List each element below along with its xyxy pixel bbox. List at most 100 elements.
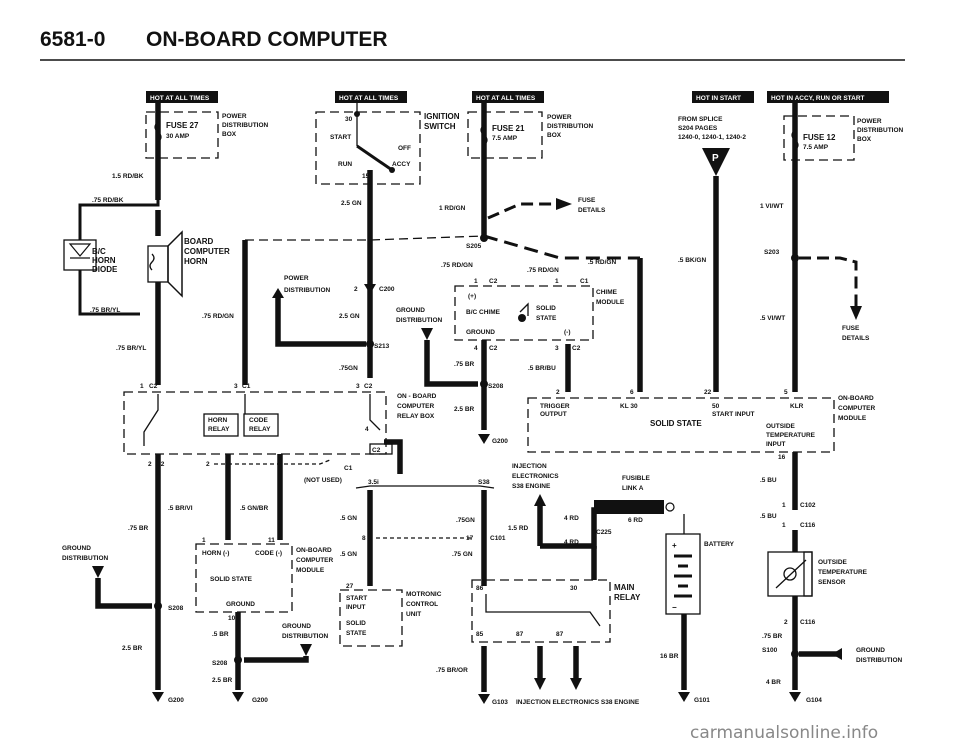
svg-text:HORN: HORN (92, 256, 116, 265)
svg-text:HOT AT ALL TIMES: HOT AT ALL TIMES (150, 95, 210, 102)
svg-text:CODE: CODE (249, 417, 268, 424)
svg-text:.5 BU: .5 BU (760, 513, 777, 520)
svg-text:C1: C1 (580, 278, 589, 285)
svg-text:87: 87 (516, 631, 524, 638)
svg-text:RELAY: RELAY (249, 426, 271, 433)
badge-hot-in-start: HOT IN START (692, 91, 754, 103)
svg-text:LINK A: LINK A (622, 485, 644, 492)
bus-chime (483, 234, 640, 260)
svg-text:6 RD: 6 RD (628, 517, 643, 524)
svg-text:C2: C2 (489, 278, 498, 285)
svg-text:3: 3 (356, 383, 360, 390)
svg-text:DISTRIBUTION: DISTRIBUTION (856, 657, 903, 664)
svg-text:.75 GN: .75 GN (452, 551, 473, 558)
svg-text:C2: C2 (364, 383, 373, 390)
svg-text:C116: C116 (800, 619, 816, 626)
svg-text:CHIME: CHIME (596, 289, 618, 296)
svg-text:HOT AT ALL TIMES: HOT AT ALL TIMES (476, 95, 536, 102)
svg-text:CONTROL: CONTROL (406, 601, 438, 608)
svg-text:KLR: KLR (790, 403, 804, 410)
ignition-switch: 30 START OFF RUN ACCY 15 IGNITION SWITCH… (315, 103, 460, 240)
svg-text:S208: S208 (212, 660, 228, 667)
svg-text:INPUT: INPUT (346, 604, 366, 611)
svg-text:S208: S208 (168, 605, 184, 612)
svg-text:HOT IN START: HOT IN START (696, 95, 741, 102)
svg-text:.5 BR: .5 BR (212, 631, 229, 638)
svg-text:1: 1 (140, 383, 144, 390)
svg-text:FUSIBLE: FUSIBLE (622, 475, 650, 482)
svg-text:11: 11 (268, 537, 275, 544)
svg-text:INPUT: INPUT (766, 441, 786, 448)
svg-text:COMPUTER: COMPUTER (397, 403, 435, 410)
svg-text:.75GN: .75GN (339, 365, 358, 372)
fuse-27-rating: 30 AMP (166, 133, 190, 140)
svg-text:BOX: BOX (857, 136, 872, 143)
watermark: carmanualsonline.info (690, 723, 878, 743)
svg-text:S213: S213 (374, 343, 390, 350)
svg-text:MODULE: MODULE (838, 415, 867, 422)
svg-text:BOX: BOX (547, 132, 562, 139)
svg-text:B/C: B/C (92, 247, 106, 256)
svg-text:FUSE: FUSE (842, 325, 860, 332)
svg-text:S208: S208 (488, 383, 504, 390)
svg-text:DIODE: DIODE (92, 265, 118, 274)
svg-text:C116: C116 (800, 522, 816, 529)
svg-text:2.5 BR: 2.5 BR (212, 677, 233, 684)
svg-text:.5 GN: .5 GN (340, 515, 357, 522)
svg-text:COMPUTER: COMPUTER (838, 405, 876, 412)
svg-text:2.5 GN: 2.5 GN (339, 313, 360, 320)
badge-hot-always-3: HOT AT ALL TIMES (472, 91, 544, 103)
svg-text:5: 5 (784, 389, 788, 396)
svg-text:P: P (712, 153, 719, 164)
svg-text:HOT AT ALL TIMES: HOT AT ALL TIMES (339, 95, 399, 102)
svg-text:(-): (-) (564, 329, 571, 336)
main-relay-area: INJECTION ELECTRONICS S38 ENGINE FUSIBLE… (436, 463, 675, 706)
svg-text:POWER: POWER (857, 118, 882, 125)
svg-text:6: 6 (630, 389, 634, 396)
svg-text:17: 17 (466, 535, 474, 542)
fuse-12-name: FUSE 12 (803, 133, 836, 142)
svg-text:DETAILS: DETAILS (842, 335, 870, 342)
svg-text:.75 RD/BK: .75 RD/BK (92, 197, 124, 204)
svg-text:.5 BR/VI: .5 BR/VI (168, 505, 193, 512)
fuse-21-name: FUSE 21 (492, 124, 525, 133)
svg-text:.75 BR/OR: .75 BR/OR (436, 667, 468, 674)
svg-text:INJECTION ELECTRONICS S38 ENGI: INJECTION ELECTRONICS S38 ENGINE (516, 699, 640, 706)
svg-text:S38 ENGINE: S38 ENGINE (512, 483, 551, 490)
svg-text:START INPUT: START INPUT (712, 411, 755, 418)
svg-text:4: 4 (474, 345, 478, 352)
svg-text:HORN (-): HORN (-) (202, 550, 229, 557)
svg-text:C2: C2 (149, 383, 158, 390)
svg-text:TEMPERATURE: TEMPERATURE (766, 432, 816, 439)
svg-text:1: 1 (782, 522, 786, 529)
motronic-control-unit: 3.5i S38 .5 GN .75GN 8 17 C101 .5 GN .75… (339, 479, 506, 647)
svg-text:4 RD: 4 RD (564, 515, 579, 522)
svg-text:OFF: OFF (398, 145, 411, 152)
svg-text:MODULE: MODULE (296, 567, 325, 574)
bus-top (245, 235, 485, 241)
svg-text:.75 RD/GN: .75 RD/GN (527, 267, 559, 274)
svg-text:30: 30 (570, 585, 578, 592)
obc-module-lower: 1 11 HORN (-) CODE (-) SOLID STATE GROUN… (195, 537, 334, 704)
svg-text:DISTRIBUTION: DISTRIBUTION (62, 555, 109, 562)
svg-text:B/C CHIME: B/C CHIME (466, 309, 501, 316)
svg-text:C1: C1 (242, 383, 251, 390)
fuse-details-top: FUSE DETAILS (487, 197, 606, 220)
svg-text:1 VI/WT: 1 VI/WT (760, 203, 784, 210)
svg-text:3.5i: 3.5i (368, 479, 379, 486)
svg-text:16: 16 (778, 454, 786, 461)
svg-text:BOARD: BOARD (184, 237, 214, 246)
horn-relay (203, 413, 239, 437)
svg-text:OUTSIDE: OUTSIDE (766, 423, 796, 430)
svg-text:G200: G200 (492, 438, 508, 445)
svg-text:2: 2 (148, 461, 152, 468)
svg-text:SOLID: SOLID (346, 620, 366, 627)
badge-hot-acc-run-start: HOT IN ACCY, RUN OR START (767, 91, 889, 103)
svg-text:SENSOR: SENSOR (818, 579, 846, 586)
svg-text:−: − (672, 603, 677, 612)
svg-text:.5 BR/BU: .5 BR/BU (528, 365, 556, 372)
fuse-27-name: FUSE 27 (166, 121, 199, 130)
svg-text:3: 3 (555, 345, 559, 352)
svg-text:.5 GN/BR: .5 GN/BR (240, 505, 268, 512)
